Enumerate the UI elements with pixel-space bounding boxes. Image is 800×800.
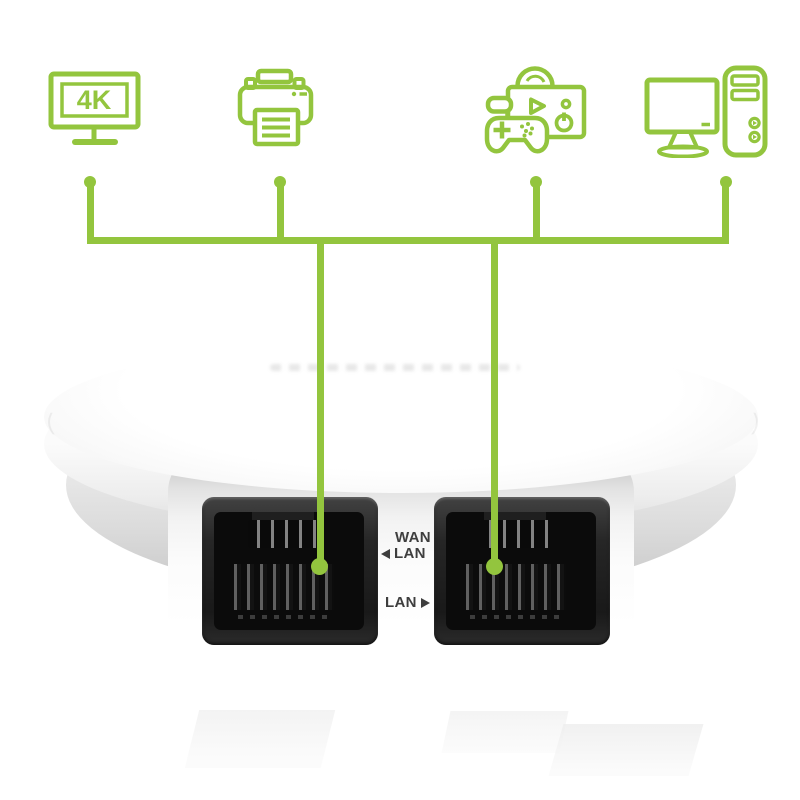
embossed-logo (270, 364, 520, 371)
drop-dot-lan-port (486, 558, 503, 575)
device-rim-seam (48, 412, 758, 435)
wan-lan-port (202, 497, 378, 645)
riser-line-tv (87, 184, 94, 244)
drop-line-wan-port (317, 237, 324, 567)
rj45-pin-tips (470, 615, 562, 619)
4k-label: 4K (77, 85, 112, 115)
floor-reflection-right-1 (441, 711, 569, 753)
lan-port (434, 497, 610, 645)
4k-tv-icon: 4K (44, 68, 148, 150)
riser-line-desktop (722, 184, 729, 244)
game-console-icon (482, 60, 588, 156)
drop-line-lan-port (491, 237, 498, 567)
lan-label-text: LAN (385, 594, 417, 611)
riser-line-printer (277, 184, 284, 244)
lan-port-label: LAN (385, 595, 430, 611)
floor-reflection-right-2 (548, 724, 704, 776)
drop-dot-wan-port (311, 558, 328, 575)
rj45-pins-lower (466, 564, 566, 610)
arrow-right-icon (420, 598, 430, 608)
wan-label-text: WAN (395, 529, 431, 546)
arrow-left-icon (381, 549, 390, 559)
wan-lan-port-label: WAN LAN (381, 530, 431, 562)
bus-line (87, 237, 729, 244)
riser-line-console (533, 184, 540, 244)
printer-icon (236, 64, 320, 150)
floor-reflection-left (184, 710, 336, 768)
desktop-computer-icon (642, 62, 768, 158)
lan-label-text: LAN (394, 545, 426, 562)
lan-port-opening (446, 512, 596, 630)
wan-lan-port-opening (214, 512, 364, 630)
rj45-pin-tips (238, 615, 330, 619)
rj45-pins-upper (248, 520, 318, 548)
